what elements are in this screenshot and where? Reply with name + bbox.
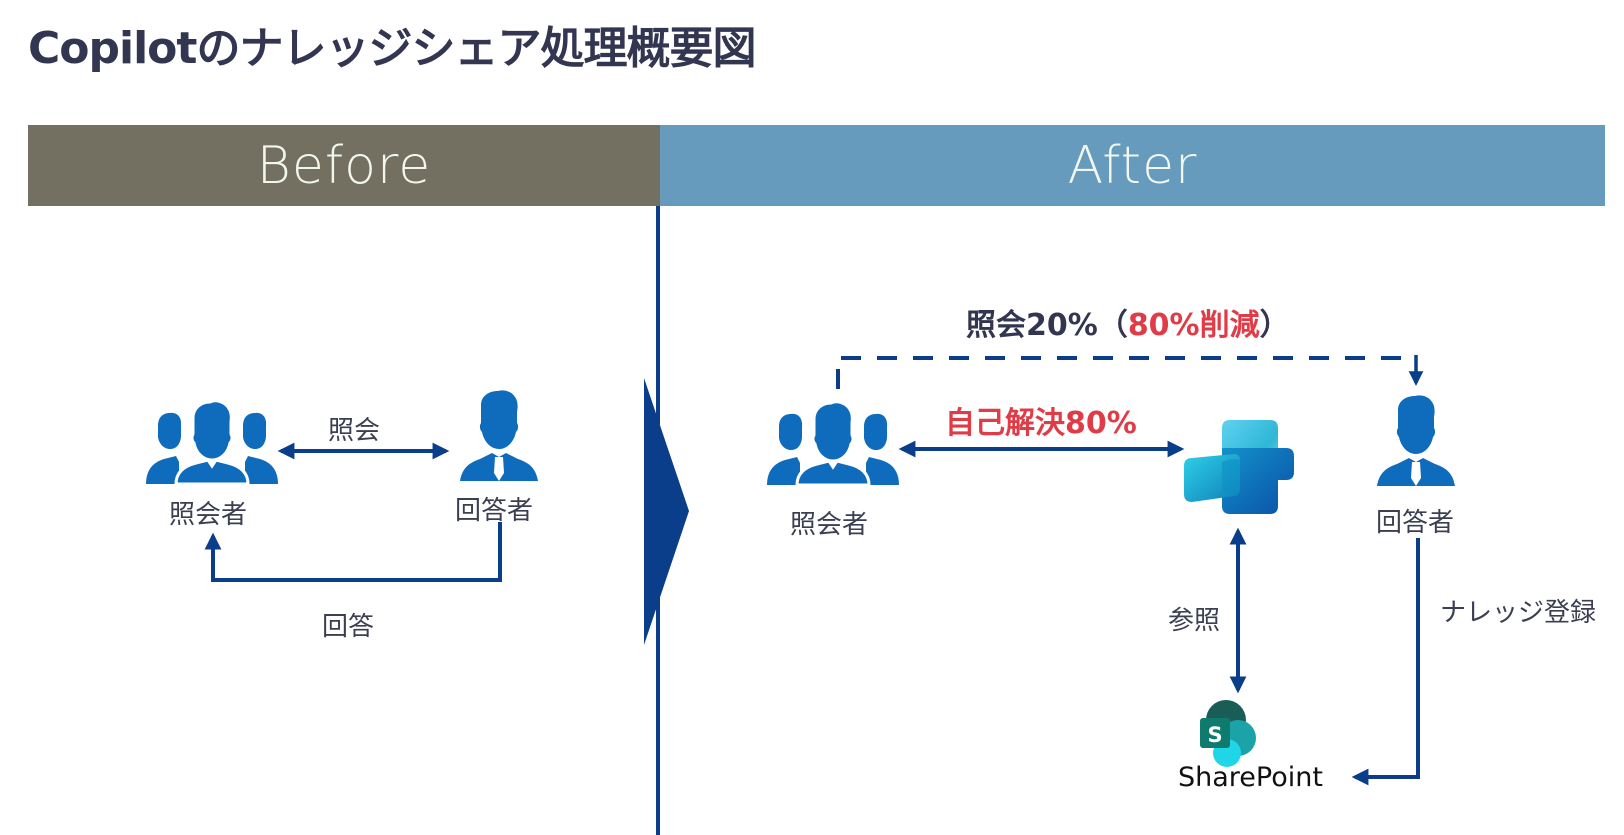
summary-highlight: 80%削減 <box>1127 308 1260 343</box>
people-group-icon <box>146 399 278 486</box>
self-resolve-label: 自己解決80% <box>945 406 1137 441</box>
reference-label: 参照 <box>1168 606 1221 636</box>
after-header: After <box>660 125 1605 206</box>
sharepoint-letter: S <box>1207 723 1222 747</box>
businessman-icon <box>1377 395 1455 486</box>
summary-suffix: ） <box>1259 308 1290 343</box>
before-header-label: Before <box>256 135 432 196</box>
businessman-icon <box>460 390 538 481</box>
after-responder-label: 回答者 <box>1376 508 1455 538</box>
page-title: Copilotのナレッジシェア処理概要図 <box>28 23 756 74</box>
before-inquiry-label: 照会 <box>328 416 381 446</box>
people-group-icon <box>767 400 899 487</box>
before-responder-label: 回答者 <box>455 496 534 526</box>
before-inquirer-label: 照会者 <box>169 500 248 530</box>
after-inquirer-label: 照会者 <box>790 510 869 540</box>
before-answer-label: 回答 <box>322 612 375 642</box>
copilot-logo-icon <box>1184 420 1294 514</box>
sharepoint-label: SharePoint <box>1178 762 1323 793</box>
sharepoint-logo-icon: S <box>1200 700 1256 767</box>
summary-prefix: 照会20%（ <box>966 308 1128 343</box>
before-header: Before <box>28 125 660 206</box>
knowledge-register-label: ナレッジ登録 <box>1440 598 1597 628</box>
after-header-label: After <box>1067 135 1198 196</box>
chevron-right-icon <box>644 378 689 645</box>
after-summary-label: 照会20%（80%削減） <box>966 300 1290 344</box>
